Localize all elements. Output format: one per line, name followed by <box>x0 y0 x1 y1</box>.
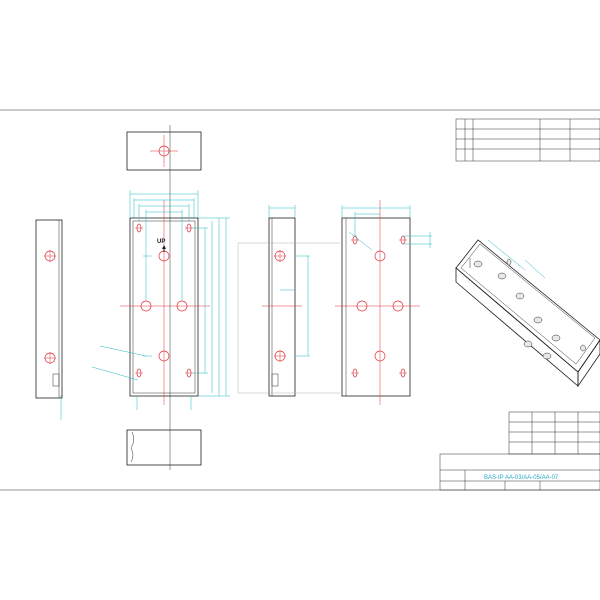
front-view-dimensions <box>91 190 230 410</box>
up-label: UP <box>157 239 165 245</box>
up-arrow-icon <box>162 245 166 252</box>
left-side-view <box>35 219 63 420</box>
bottom-end-view <box>126 429 202 466</box>
right-side-view <box>262 205 310 397</box>
isometric-view <box>455 239 600 388</box>
parts-table <box>508 411 600 455</box>
back-view <box>335 200 432 405</box>
revision-table <box>455 118 600 162</box>
title-block: BAS-IP AA-03/AA-05/AA-07 <box>439 453 600 491</box>
top-end-view <box>126 125 202 470</box>
drawing-title: BAS-IP AA-03/AA-05/AA-07 <box>484 475 559 481</box>
projection-lines <box>237 242 340 394</box>
front-view: UP <box>120 200 210 405</box>
sheet-border <box>0 109 600 491</box>
